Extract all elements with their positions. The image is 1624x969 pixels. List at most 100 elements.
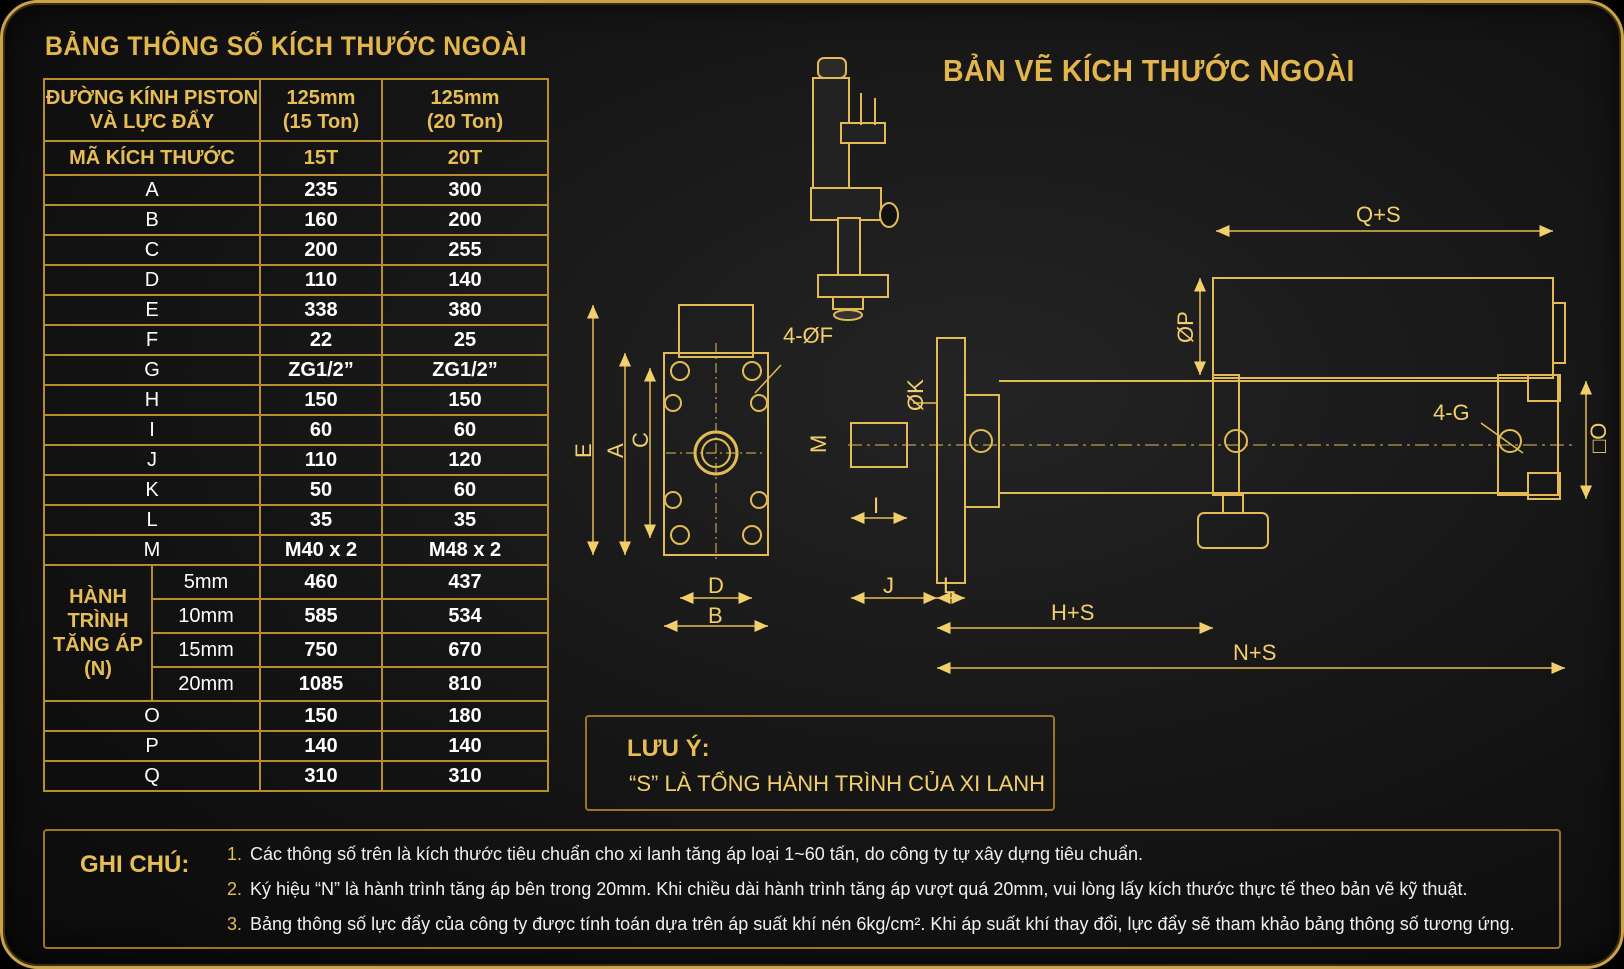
- label-l: L: [943, 573, 955, 598]
- row-label: P: [43, 730, 261, 762]
- row-value-15t: 150: [259, 384, 383, 416]
- row-label: M: [43, 534, 261, 566]
- row-value-15t: 160: [259, 204, 383, 236]
- stroke-value-20t: 810: [381, 666, 549, 702]
- row-value-20t: M48 x 2: [381, 534, 549, 566]
- note-text: “S” LÀ TỔNG HÀNH TRÌNH CỦA XI LANH: [629, 771, 1046, 796]
- header-col2: 125mm (20 Ton): [381, 78, 549, 142]
- code-col2: 20T: [381, 140, 549, 176]
- ghichu-item-num: 3.: [227, 914, 243, 934]
- row-value-15t: 140: [259, 730, 383, 762]
- ghichu-item-num: 2.: [227, 879, 243, 899]
- row-value-20t: 140: [381, 264, 549, 296]
- label-n-s: N+S: [1233, 640, 1276, 665]
- row-value-15t: 110: [259, 264, 383, 296]
- stroke-length: 20mm: [151, 666, 261, 702]
- header-col2-line2: (20 Ton): [426, 111, 504, 133]
- label-h-s: H+S: [1051, 600, 1094, 625]
- row-value-20t: 120: [381, 444, 549, 476]
- row-value-15t: M40 x 2: [259, 534, 383, 566]
- row-value-20t: 140: [381, 730, 549, 762]
- label-i: I: [873, 493, 879, 518]
- label-e: E: [571, 443, 596, 458]
- front-view: [663, 304, 769, 563]
- row-label: L: [43, 504, 261, 536]
- row-value-20t: ZG1/2”: [381, 354, 549, 386]
- cylinder-3d-sketch: [810, 57, 899, 321]
- row-label: B: [43, 204, 261, 236]
- label-j: J: [883, 573, 894, 598]
- stroke-label-line: TĂNG ÁP: [53, 634, 143, 656]
- header-col2-line1: 125mm: [430, 87, 500, 109]
- stroke-value-20t: 437: [381, 564, 549, 600]
- row-value-20t: 25: [381, 324, 549, 356]
- header-col1-line2: (15 Ton): [282, 111, 360, 133]
- label-d: D: [708, 573, 724, 598]
- ghichu-item-text: Các thông số trên là kích thước tiêu chu…: [250, 844, 1144, 864]
- label-f: 4-ØF: [783, 323, 833, 348]
- stroke-length: 10mm: [151, 598, 261, 634]
- note-box: LƯU Ý: “S” LÀ TỔNG HÀNH TRÌNH CỦA XI LAN…: [585, 715, 1055, 811]
- header-label-line2: VÀ LỰC ĐẨY: [89, 111, 215, 133]
- row-label: A: [43, 174, 261, 206]
- stroke-value-15t: 585: [259, 598, 383, 634]
- ghichu-item: 2. Ký hiệu “N” là hành trình tăng áp bên …: [227, 872, 1515, 907]
- row-label: J: [43, 444, 261, 476]
- table-title: BẢNG THÔNG SỐ KÍCH THƯỚC NGOÀI: [45, 31, 528, 61]
- label-b: B: [708, 603, 723, 628]
- row-value-20t: 255: [381, 234, 549, 266]
- ghichu-item: 3. Bảng thông số lực đẩy của công ty được…: [227, 907, 1515, 942]
- row-value-20t: 150: [381, 384, 549, 416]
- stroke-value-15t: 750: [259, 632, 383, 668]
- ghichu-item-text: Ký hiệu “N” là hành trình tăng áp bên tr…: [250, 879, 1468, 899]
- label-p: ØP: [1173, 311, 1198, 343]
- row-value-15t: 50: [259, 474, 383, 506]
- row-value-15t: ZG1/2”: [259, 354, 383, 386]
- row-value-20t: 35: [381, 504, 549, 536]
- row-value-15t: 60: [259, 414, 383, 446]
- label-q-s: Q+S: [1356, 202, 1401, 227]
- row-value-20t: 180: [381, 700, 549, 732]
- ghichu-item: 1. Các thông số trên là kích thước tiêu c…: [227, 837, 1515, 872]
- label-a: A: [603, 443, 628, 458]
- row-value-20t: 310: [381, 760, 549, 792]
- stroke-label-line: (N): [84, 658, 112, 680]
- technical-drawing: Q+S ØP ØK 4-ØF 4-G □O E A C M I D B J L …: [571, 57, 1611, 674]
- spec-table: ĐƯỜNG KÍNH PISTON VÀ LỰC ĐẨY 125mm (15 T…: [43, 78, 549, 792]
- ghichu-item-num: 1.: [227, 844, 243, 864]
- drawing-title: BẢN VẼ KÍCH THƯỚC NGOÀI: [943, 53, 1355, 88]
- row-value-20t: 60: [381, 414, 549, 446]
- code-label: MÃ KÍCH THƯỚC: [43, 140, 261, 176]
- row-value-15t: 235: [259, 174, 383, 206]
- label-g: 4-G: [1433, 400, 1470, 425]
- stroke-label-line: HÀNH TRÌNH: [67, 586, 129, 632]
- row-value-15t: 22: [259, 324, 383, 356]
- ghichu-item-text: Bảng thông số lực đẩy của công ty được t…: [250, 914, 1515, 934]
- code-row: MÃ KÍCH THƯỚC 15T 20T: [43, 140, 549, 176]
- label-m: M: [806, 435, 831, 453]
- note-title: LƯU Ý:: [627, 735, 710, 762]
- label-c: C: [628, 432, 653, 448]
- row-label: E: [43, 294, 261, 326]
- dimension-lines: [587, 225, 1592, 674]
- row-label: O: [43, 700, 261, 732]
- table-header-row: ĐƯỜNG KÍNH PISTON VÀ LỰC ĐẨY 125mm (15 T…: [43, 78, 549, 142]
- header-col1-line1: 125mm: [286, 87, 356, 109]
